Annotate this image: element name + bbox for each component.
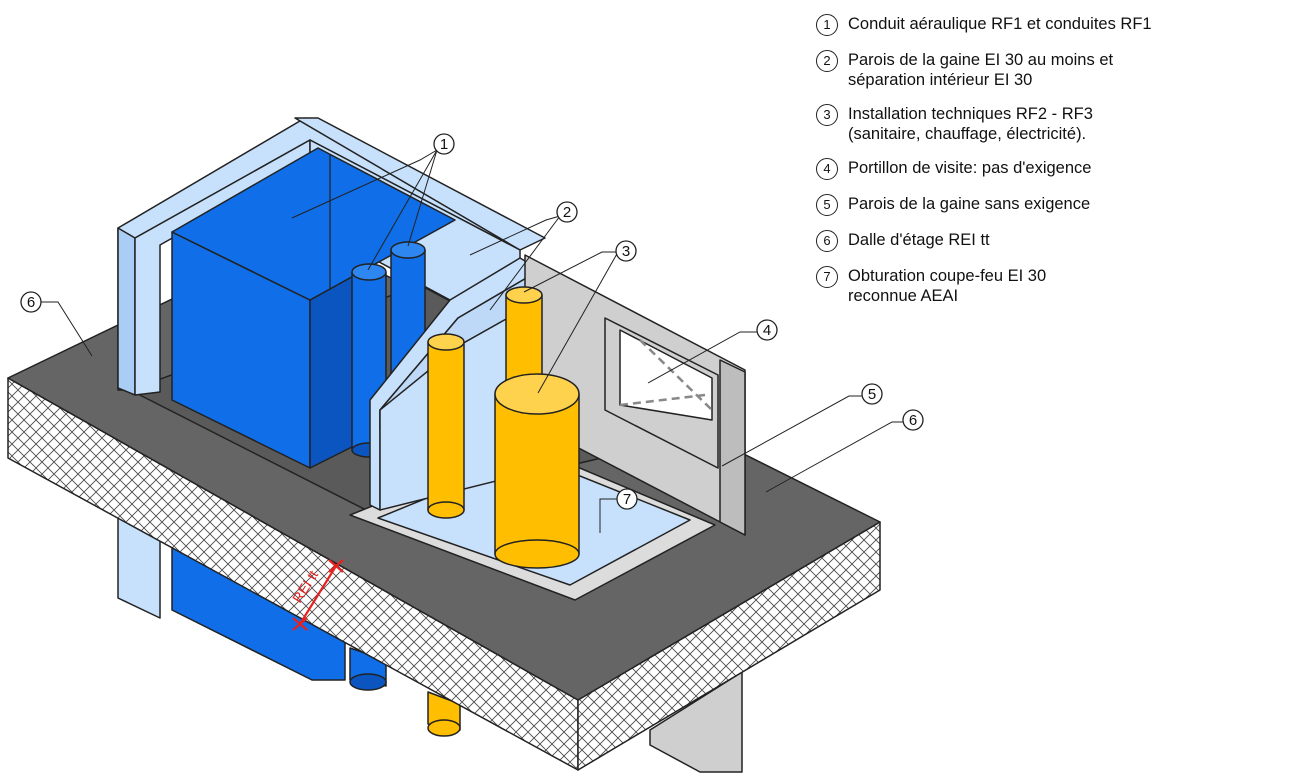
callout-6b: 6 — [902, 409, 924, 431]
duct-box-top — [171, 147, 456, 301]
svg-text:6: 6 — [909, 412, 917, 429]
yellow-pipe-1 — [427, 341, 465, 511]
legend-number: 2 — [816, 50, 838, 72]
legend-item-3: 3 Installation techniques RF2 - RF3 (san… — [816, 104, 1294, 144]
legend-number: 3 — [816, 104, 838, 126]
yellow-pipe-large — [494, 393, 580, 555]
legend-text: Portillon de visite: pas d'exigence — [848, 159, 1092, 177]
callout-3: 3 — [615, 240, 637, 262]
legend-number: 6 — [816, 230, 838, 252]
svg-text:1: 1 — [440, 136, 448, 153]
rei-dimension — [292, 559, 344, 631]
left-wall — [117, 227, 136, 396]
svg-text:2: 2 — [563, 204, 571, 221]
legend-item-2: 2 Parois de la gaine EI 30 au moins et s… — [816, 50, 1294, 90]
callout-5: 5 — [861, 383, 883, 405]
legend-item-7: 7 Obturation coupe-feu EI 30 reconnue AE… — [816, 266, 1294, 306]
legend-number: 4 — [816, 158, 838, 180]
legend-text: Obturation coupe-feu EI 30 reconnue AEAI — [848, 267, 1047, 305]
legend-text: Conduit aéraulique RF1 et conduites RF1 — [848, 15, 1152, 33]
legend-text: Parois de la gaine sans exigence — [848, 195, 1091, 213]
legend-item-1: 1 Conduit aéraulique RF1 et conduites RF… — [816, 14, 1294, 36]
svg-text:7: 7 — [623, 491, 631, 508]
legend-item-5: 5 Parois de la gaine sans exigence — [816, 194, 1294, 216]
svg-text:3: 3 — [622, 243, 630, 260]
legend-item-6: 6 Dalle d'étage REI tt — [816, 230, 1294, 252]
legend-number: 7 — [816, 266, 838, 288]
svg-text:5: 5 — [868, 386, 876, 403]
legend-item-4: 4 Portillon de visite: pas d'exigence — [816, 158, 1294, 180]
callout-6a: 6 — [20, 291, 42, 313]
legend-number: 1 — [816, 14, 838, 36]
duct-box-side — [309, 273, 357, 469]
legend-text: Installation techniques RF2 - RF3 (sanit… — [848, 105, 1093, 143]
svg-text:6: 6 — [27, 294, 35, 311]
legend-number: 5 — [816, 194, 838, 216]
svg-text:4: 4 — [763, 322, 771, 339]
callout-2: 2 — [556, 201, 578, 223]
callout-4: 4 — [756, 319, 778, 341]
leader-lines — [40, 149, 906, 533]
legend: 1 Conduit aéraulique RF1 et conduites RF… — [816, 14, 1294, 320]
shaft-assembly — [117, 117, 746, 601]
callouts: 1 2 3 4 5 6 6 7 — [20, 133, 924, 510]
legend-text: Parois de la gaine EI 30 au moins et sép… — [848, 51, 1114, 89]
legend-text: Dalle d'étage REI tt — [848, 231, 990, 249]
callout-1: 1 — [433, 133, 455, 155]
callout-7: 7 — [616, 488, 638, 510]
